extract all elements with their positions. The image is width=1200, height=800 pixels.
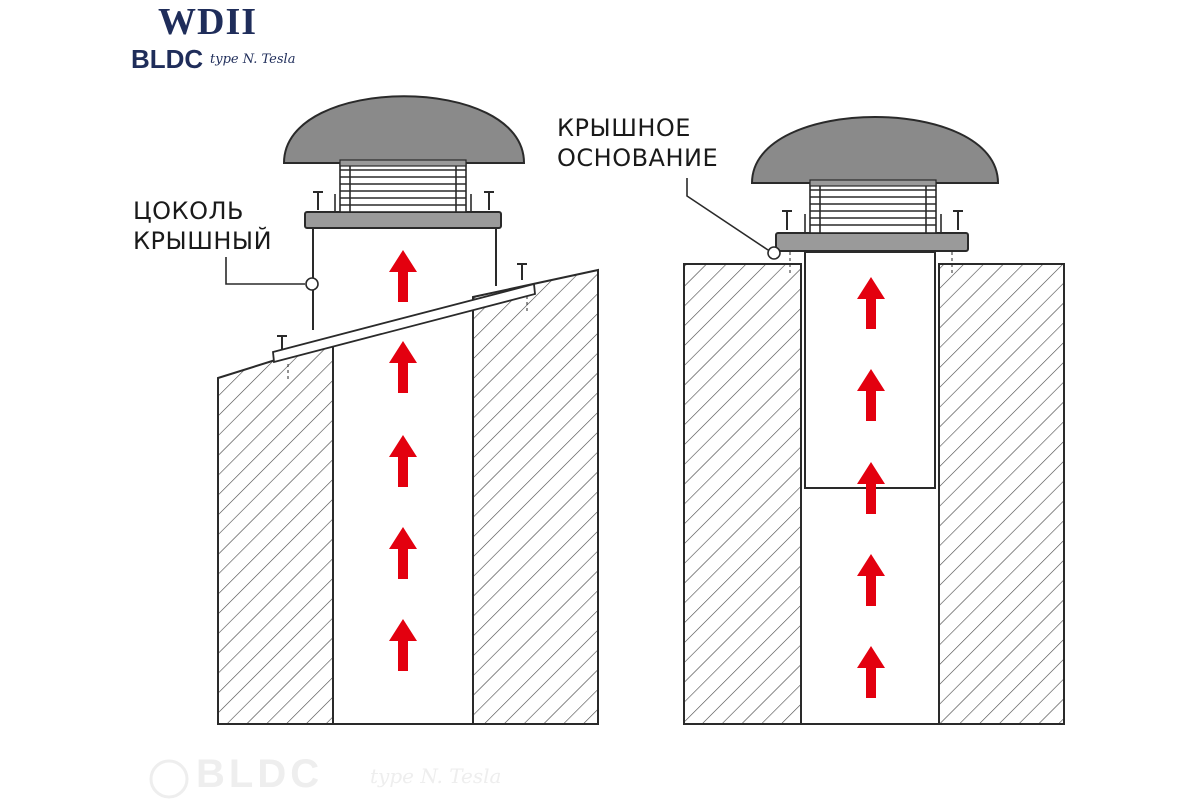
left-installation	[217, 95, 599, 725]
brand-title: WDII	[158, 1, 258, 43]
right-installation	[683, 116, 1065, 725]
brand-subtitle: BLDC	[131, 44, 204, 74]
left-fan-dome	[282, 95, 526, 164]
label-line: ОСНОВАНИЕ	[557, 144, 719, 172]
airflow-arrow	[857, 646, 885, 698]
right-fan-grille	[804, 182, 942, 234]
label-roof-socle: ЦОКОЛЬ КРЫШНЫЙ	[133, 196, 272, 256]
left-screws	[277, 263, 528, 382]
left-label-leader	[225, 257, 319, 291]
right-label-leader	[686, 178, 781, 260]
watermark-script: type N. Tesla	[370, 764, 502, 788]
right-wall-left	[683, 263, 802, 725]
airflow-arrow	[389, 341, 417, 393]
right-fan-base	[775, 232, 969, 252]
left-fan-base	[304, 211, 502, 229]
airflow-arrow	[389, 435, 417, 487]
label-line: КРЫШНОЕ	[557, 114, 691, 142]
right-wall-right	[938, 263, 1065, 725]
left-fan-screws	[313, 191, 494, 210]
left-roof-slab	[272, 282, 536, 364]
right-fan-screws	[782, 210, 963, 276]
airflow-arrow	[389, 250, 417, 302]
airflow-arrow	[857, 554, 885, 606]
left-airflow	[389, 250, 417, 671]
watermark-logo-icon	[149, 759, 189, 799]
label-line: ЦОКОЛЬ	[133, 197, 244, 225]
left-wall-left	[217, 340, 334, 725]
label-roof-base: КРЫШНОЕ ОСНОВАНИЕ	[557, 113, 718, 173]
airflow-arrow	[389, 527, 417, 579]
left-fan-grille	[334, 162, 472, 213]
brand-script: type N. Tesla	[210, 52, 296, 67]
airflow-arrow	[389, 619, 417, 671]
label-line: КРЫШНЫЙ	[133, 227, 273, 255]
watermark-text: BLDC	[196, 752, 324, 796]
left-wall-right	[472, 268, 599, 725]
right-fan-dome	[750, 116, 1000, 184]
